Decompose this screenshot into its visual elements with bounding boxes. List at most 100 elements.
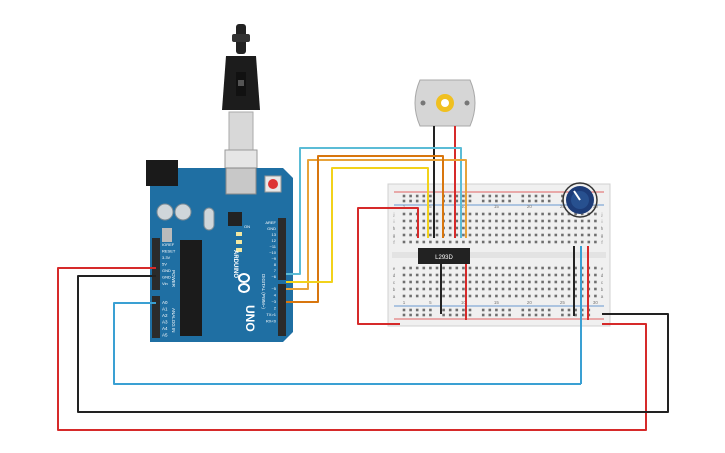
- breadboard-hole[interactable]: [481, 280, 485, 284]
- breadboard-hole[interactable]: [554, 266, 558, 270]
- breadboard-hole[interactable]: [501, 273, 505, 277]
- breadboard-hole[interactable]: [547, 212, 551, 216]
- reset-button-cap[interactable]: [268, 179, 278, 189]
- breadboard-hole[interactable]: [468, 226, 472, 230]
- breadboard-hole[interactable]: [528, 212, 531, 216]
- rail-hole[interactable]: [521, 313, 525, 317]
- rail-hole[interactable]: [574, 308, 577, 312]
- breadboard-hole[interactable]: [534, 219, 538, 223]
- breadboard-hole[interactable]: [409, 233, 412, 237]
- rail-hole[interactable]: [481, 308, 485, 312]
- breadboard-hole[interactable]: [547, 294, 551, 298]
- rail-hole[interactable]: [455, 313, 459, 317]
- breadboard-hole[interactable]: [455, 287, 459, 291]
- rail-hole[interactable]: [580, 313, 584, 317]
- breadboard-hole[interactable]: [409, 226, 412, 230]
- breadboard-hole[interactable]: [528, 240, 531, 244]
- breadboard-hole[interactable]: [534, 273, 538, 277]
- breadboard-hole[interactable]: [528, 280, 531, 284]
- breadboard-hole[interactable]: [541, 240, 544, 244]
- breadboard-hole[interactable]: [415, 240, 419, 244]
- breadboard-hole[interactable]: [475, 294, 478, 298]
- rail-hole[interactable]: [561, 194, 564, 198]
- breadboard-hole[interactable]: [455, 219, 459, 223]
- rail-hole[interactable]: [501, 194, 505, 198]
- breadboard-hole[interactable]: [468, 294, 472, 298]
- breadboard-hole[interactable]: [409, 294, 412, 298]
- breadboard-hole[interactable]: [501, 233, 505, 237]
- breadboard-hole[interactable]: [541, 212, 544, 216]
- breadboard-hole[interactable]: [481, 287, 485, 291]
- rail-hole[interactable]: [455, 199, 459, 203]
- breadboard-hole[interactable]: [567, 294, 571, 298]
- breadboard-hole[interactable]: [409, 266, 412, 270]
- rail-hole[interactable]: [534, 194, 538, 198]
- breadboard-hole[interactable]: [567, 280, 571, 284]
- breadboard-hole[interactable]: [422, 280, 426, 284]
- breadboard-hole[interactable]: [435, 294, 439, 298]
- breadboard-hole[interactable]: [422, 212, 426, 216]
- rail-hole[interactable]: [402, 194, 406, 198]
- breadboard-hole[interactable]: [495, 266, 498, 270]
- breadboard-hole[interactable]: [481, 273, 485, 277]
- breadboard-hole[interactable]: [508, 240, 511, 244]
- breadboard-hole[interactable]: [554, 226, 558, 230]
- rail-hole[interactable]: [448, 308, 452, 312]
- breadboard-hole[interactable]: [402, 280, 406, 284]
- breadboard-hole[interactable]: [534, 294, 538, 298]
- rail-hole[interactable]: [429, 308, 432, 312]
- breadboard-hole[interactable]: [429, 233, 432, 237]
- rail-hole[interactable]: [402, 308, 406, 312]
- breadboard-hole[interactable]: [541, 294, 544, 298]
- breadboard-hole[interactable]: [455, 266, 459, 270]
- rail-hole[interactable]: [422, 199, 426, 203]
- breadboard-hole[interactable]: [574, 266, 577, 270]
- breadboard-hole[interactable]: [547, 266, 551, 270]
- breadboard-hole[interactable]: [488, 212, 492, 216]
- rail-hole[interactable]: [501, 308, 505, 312]
- breadboard-hole[interactable]: [448, 294, 452, 298]
- rail-hole[interactable]: [488, 313, 492, 317]
- breadboard-hole[interactable]: [429, 219, 432, 223]
- breadboard-hole[interactable]: [475, 266, 478, 270]
- breadboard-hole[interactable]: [561, 233, 564, 237]
- breadboard-hole[interactable]: [409, 273, 412, 277]
- breadboard-hole[interactable]: [547, 287, 551, 291]
- breadboard-hole[interactable]: [508, 212, 511, 216]
- breadboard-hole[interactable]: [462, 273, 465, 277]
- breadboard-hole[interactable]: [528, 219, 531, 223]
- breadboard-hole[interactable]: [435, 219, 439, 223]
- breadboard-hole[interactable]: [488, 287, 492, 291]
- breadboard-hole[interactable]: [541, 226, 544, 230]
- breadboard-hole[interactable]: [468, 219, 472, 223]
- breadboard-hole[interactable]: [462, 219, 465, 223]
- breadboard-hole[interactable]: [448, 233, 452, 237]
- breadboard-hole[interactable]: [488, 294, 492, 298]
- breadboard-hole[interactable]: [554, 287, 558, 291]
- rail-hole[interactable]: [528, 199, 531, 203]
- breadboard-hole[interactable]: [495, 273, 498, 277]
- breadboard-hole[interactable]: [488, 266, 492, 270]
- rail-hole[interactable]: [429, 199, 432, 203]
- breadboard-hole[interactable]: [580, 280, 584, 284]
- rail-hole[interactable]: [462, 194, 465, 198]
- breadboard-hole[interactable]: [442, 294, 445, 298]
- breadboard-hole[interactable]: [587, 240, 591, 244]
- breadboard-hole[interactable]: [409, 240, 412, 244]
- breadboard-hole[interactable]: [514, 294, 518, 298]
- breadboard-hole[interactable]: [442, 240, 445, 244]
- breadboard-hole[interactable]: [574, 287, 577, 291]
- breadboard-hole[interactable]: [561, 219, 564, 223]
- breadboard-hole[interactable]: [442, 280, 445, 284]
- breadboard-hole[interactable]: [435, 212, 439, 216]
- breadboard-hole[interactable]: [574, 219, 577, 223]
- breadboard-hole[interactable]: [402, 287, 406, 291]
- breadboard-hole[interactable]: [514, 233, 518, 237]
- breadboard-hole[interactable]: [561, 212, 564, 216]
- breadboard-hole[interactable]: [534, 233, 538, 237]
- breadboard-hole[interactable]: [521, 219, 525, 223]
- rail-hole[interactable]: [508, 308, 511, 312]
- breadboard-hole[interactable]: [442, 266, 445, 270]
- breadboard-hole[interactable]: [462, 280, 465, 284]
- breadboard-hole[interactable]: [475, 287, 478, 291]
